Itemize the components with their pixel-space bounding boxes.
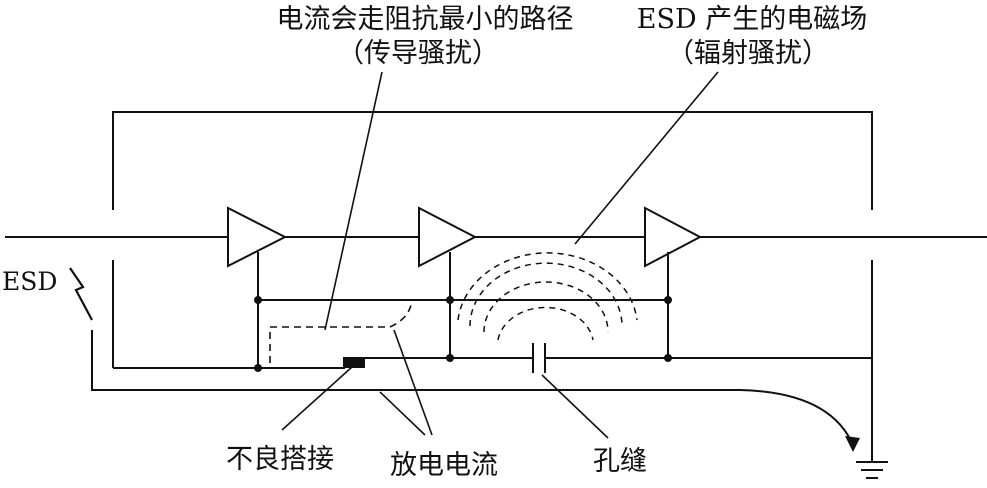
leader-slot (541, 374, 609, 439)
amplifier-3 (644, 206, 703, 268)
esd-lightning-icon (69, 267, 93, 321)
conducted-path-dashed (269, 299, 413, 363)
amplifier-1 (227, 206, 288, 268)
discharge-path (91, 330, 740, 391)
label-conduction-title: 电流会走阻抗最小的路径 (277, 4, 574, 35)
leader-conduction (324, 71, 383, 331)
enclosure-top-wall (112, 111, 873, 210)
leader-radiation (574, 71, 719, 245)
label-slot: 孔缝 (593, 446, 647, 477)
enclosure (112, 111, 873, 440)
amplifiers (227, 206, 703, 268)
label-discharge-current: 放电电流 (390, 450, 498, 481)
amplifier-2 (418, 206, 478, 268)
bad-joint-block (343, 357, 365, 368)
leader-lines (281, 71, 719, 439)
label-conduction-sub: （传导骚扰） (337, 38, 499, 69)
label-radiation-title: ESD 产生的电磁场 (637, 4, 867, 35)
leader-discharge-1 (379, 391, 426, 436)
junction-dots (254, 296, 672, 372)
em-field-arcs (457, 252, 638, 341)
label-bad-joint: 不良搭接 (226, 444, 334, 475)
label-esd: ESD (2, 267, 57, 296)
leader-bad-joint (281, 366, 353, 431)
ground-symbol (856, 440, 888, 479)
circuit-traces (91, 252, 872, 446)
discharge-path-curve (739, 389, 854, 446)
leader-discharge-2 (393, 329, 433, 436)
discharge-arrowhead (845, 436, 860, 452)
label-radiation-sub: （辐射骚扰） (667, 38, 829, 69)
